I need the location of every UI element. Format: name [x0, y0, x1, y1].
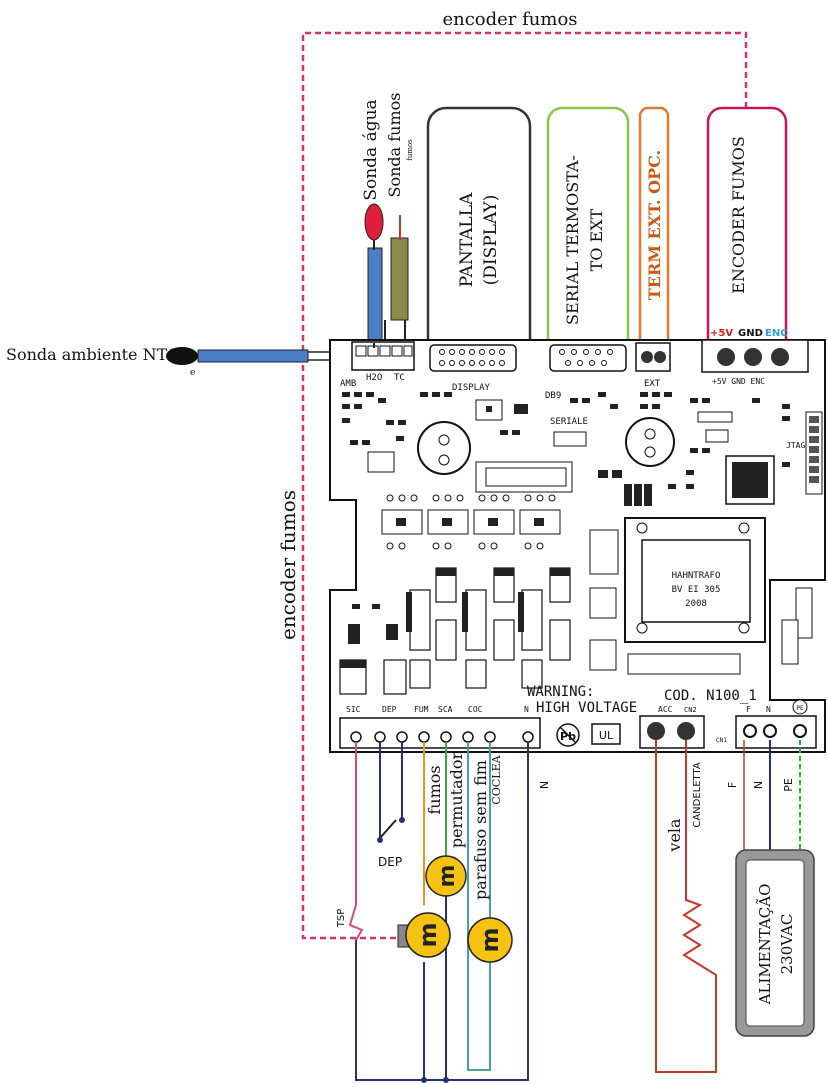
svg-text:UL: UL	[599, 729, 614, 742]
board-pw-n: N	[766, 705, 771, 714]
encoder-label-top: encoder fumos	[442, 9, 577, 30]
pcb-board: AMB H2O TC DISPLAY DB9 SERIALE EXT +5V G…	[329, 328, 826, 753]
f-label: F	[726, 782, 739, 788]
n-cable-label: N	[538, 781, 551, 789]
term-sca: SCA	[438, 705, 453, 714]
serial-label-2: TO EXT	[587, 208, 606, 271]
board-gnd: GND	[738, 328, 763, 339]
tsp-label: TSP	[336, 909, 347, 929]
fumos-label: fumos	[425, 765, 444, 814]
term-coc: COC	[468, 705, 483, 714]
pe-label: PE	[782, 778, 795, 792]
pantalla-box	[426, 106, 532, 372]
n-label: N	[752, 781, 765, 789]
term-dep: DEP	[382, 705, 397, 714]
motor-parafuso: m	[467, 917, 513, 963]
term-fum: FUM	[414, 705, 429, 714]
board-seriale: SERIALE	[550, 417, 588, 427]
term-n: N	[524, 705, 529, 714]
alimentacao-label-2: 230VAC	[778, 914, 796, 975]
board-pw-f: F	[746, 705, 751, 714]
term-sic: SIC	[346, 705, 361, 714]
board-h2o: H2O	[366, 373, 382, 383]
sonda-fumos-label: Sonda fumos	[385, 92, 404, 197]
motor-permutador: m	[425, 855, 467, 897]
board-amb: AMB	[340, 379, 356, 389]
board-cn1: CN1	[716, 737, 727, 744]
svg-text:m: m	[435, 865, 460, 888]
sonda-agua-label: Sonda água	[361, 99, 381, 200]
sonda-ambiente-label: Sonda ambiente NTC	[6, 345, 180, 364]
sonda-fumos-body	[390, 237, 409, 321]
board-tc: TC	[394, 373, 405, 383]
vela-label: vela	[665, 818, 684, 853]
sonda-ambiente-cable	[197, 349, 309, 363]
trafo-1: HAHNTRAFO	[672, 571, 721, 581]
svg-text:e: e	[190, 368, 195, 378]
board-enc: ENC	[765, 328, 788, 339]
encoder-box-label: ENCODER FUMOS	[729, 136, 748, 294]
term-label: TERM EXT. OPC.	[645, 150, 664, 300]
alimentacao-label-1: ALIMENTAÇÃO	[756, 884, 774, 1006]
candeletta-label: CANDELETTA	[692, 762, 703, 827]
trafo-3: 2008	[685, 599, 707, 609]
warning-1: WARNING:	[527, 684, 594, 700]
board-ext: EXT	[644, 379, 661, 389]
board-db9: DB9	[545, 391, 561, 401]
parafuso-label: parafuso sem fim	[471, 760, 490, 900]
pantalla-label-1: PANTALLA	[457, 192, 477, 287]
board-cod: COD. N100_1	[664, 688, 757, 704]
permutador-label: permutador	[447, 751, 466, 848]
encoder-cable	[301, 31, 748, 940]
serial-label-1: SERIAL TERMOSTA-	[563, 155, 582, 325]
board-cn2: CN2	[684, 706, 697, 714]
sonda-ambiente-tip	[166, 347, 198, 365]
motor-fumos: m	[397, 912, 451, 958]
board-acc: ACC	[658, 705, 673, 714]
ul-badge	[591, 723, 621, 745]
dep-label: DEP	[378, 855, 402, 869]
svg-text:+5V GND ENC: +5V GND ENC	[712, 377, 765, 386]
svg-text:m: m	[414, 922, 442, 947]
coclea-label: COCLEA	[490, 754, 503, 804]
sonda-agua-body	[367, 247, 383, 344]
sonda-agua-tip	[364, 203, 384, 241]
sonda-fumos-small: fumos	[406, 139, 414, 161]
svg-text:m: m	[476, 927, 504, 952]
board-plus5v: +5V	[710, 328, 733, 339]
board-jtag: JTAG	[786, 441, 805, 450]
board-display: DISPLAY	[452, 383, 491, 393]
pantalla-label-2: (DISPLAY)	[481, 195, 501, 286]
encoder-label-left: encoder fumos	[276, 490, 300, 640]
board-pe-symbol: PE	[796, 705, 804, 712]
warning-2: HIGH VOLTAGE	[536, 700, 637, 716]
trafo-2: BV EI 305	[672, 585, 721, 595]
